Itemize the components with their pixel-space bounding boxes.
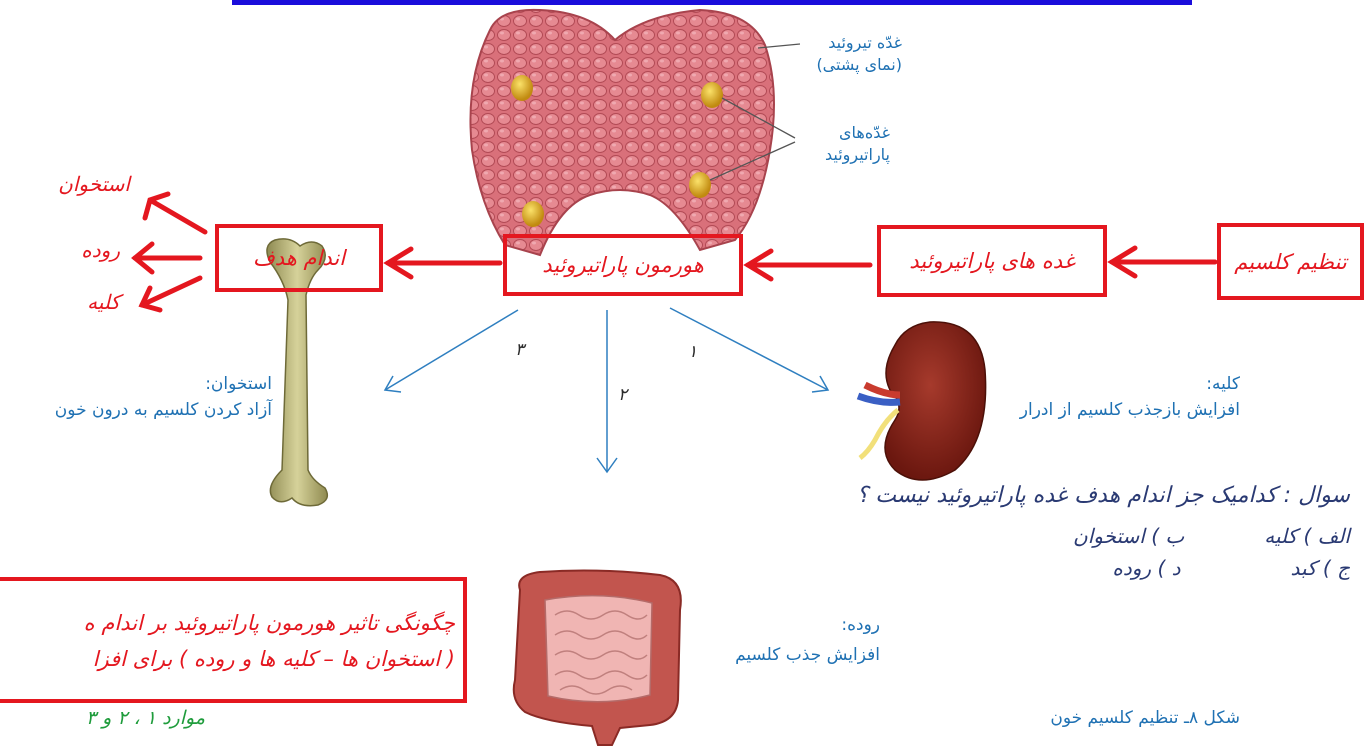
kidney-illustration [858,322,986,480]
parathyroid-hormone-box: هورمون پاراتیروئید [503,234,743,296]
question-options: الف ) کلیه ب ) استخوان ج ) کبد د ) روده [900,520,1350,584]
note-box: چگونگی تاثیر هورمون پاراتیروئید بر اندام… [0,577,467,703]
target-kidney-label: کلیه [40,290,120,314]
question-text: سوال : کدامیک جز اندام هدف غده پاراتیروئ… [740,483,1350,508]
bone-description: استخوان: آزاد کردن کلسیم به درون خون [4,371,272,423]
green-note: موارد ۱ ، ۲ و ۳ [35,707,205,729]
option-a: الف ) کلیه [1264,520,1350,552]
note-line-1: چگونگی تاثیر هورمون پاراتیروئید بر اندام… [84,611,455,635]
calcium-regulation-box: تنظیم کلسیم [1217,223,1364,300]
target-organs-box: اندام هدف [215,224,383,292]
parathyroid-gland-3 [689,172,711,198]
blue-arrows [385,308,828,472]
thyroid-label: غدّه تیروئید (نمای پشتی) [770,32,902,76]
parathyroid-glands-box: غده های پاراتیروئید [877,225,1107,297]
target-bone-label: استخوان [30,172,130,196]
parathyroid-label: غدّه‌های پاراتیروئید [790,122,890,166]
parathyroid-gland-4 [522,201,544,227]
parathyroid-gland-1 [511,75,533,101]
option-b: ب ) استخوان [1073,520,1184,552]
target-organs-text: اندام هدف [253,246,345,270]
option-d: د ) روده [1112,552,1180,584]
arrow-number-kidney: ۱ [688,342,697,362]
arrow-number-intestine: ۲ [618,385,627,405]
thyroid-gland-illustration [470,10,774,255]
arrow-number-bone: ۳ [515,340,524,360]
intestine-illustration [514,571,681,745]
parathyroid-glands-text: غده های پاراتیروئید [909,249,1075,273]
option-c: ج ) کبد [1291,552,1350,584]
intestine-description: روده: افزایش جذب کلسیم [690,610,880,670]
target-intestine-label: روده [40,238,120,262]
note-line-2: ( استخوان ها – کلیه ها و روده ) برای افز… [93,647,455,671]
parathyroid-gland-2 [701,82,723,108]
figure-caption: شکل ۸ـ تنظیم کلسیم خون [990,708,1240,728]
parathyroid-hormone-text: هورمون پاراتیروئید [542,253,704,277]
kidney-description: کلیه: افزایش بازجذب کلسیم از ادرار [990,371,1240,423]
calcium-regulation-text: تنظیم کلسیم [1234,250,1346,274]
